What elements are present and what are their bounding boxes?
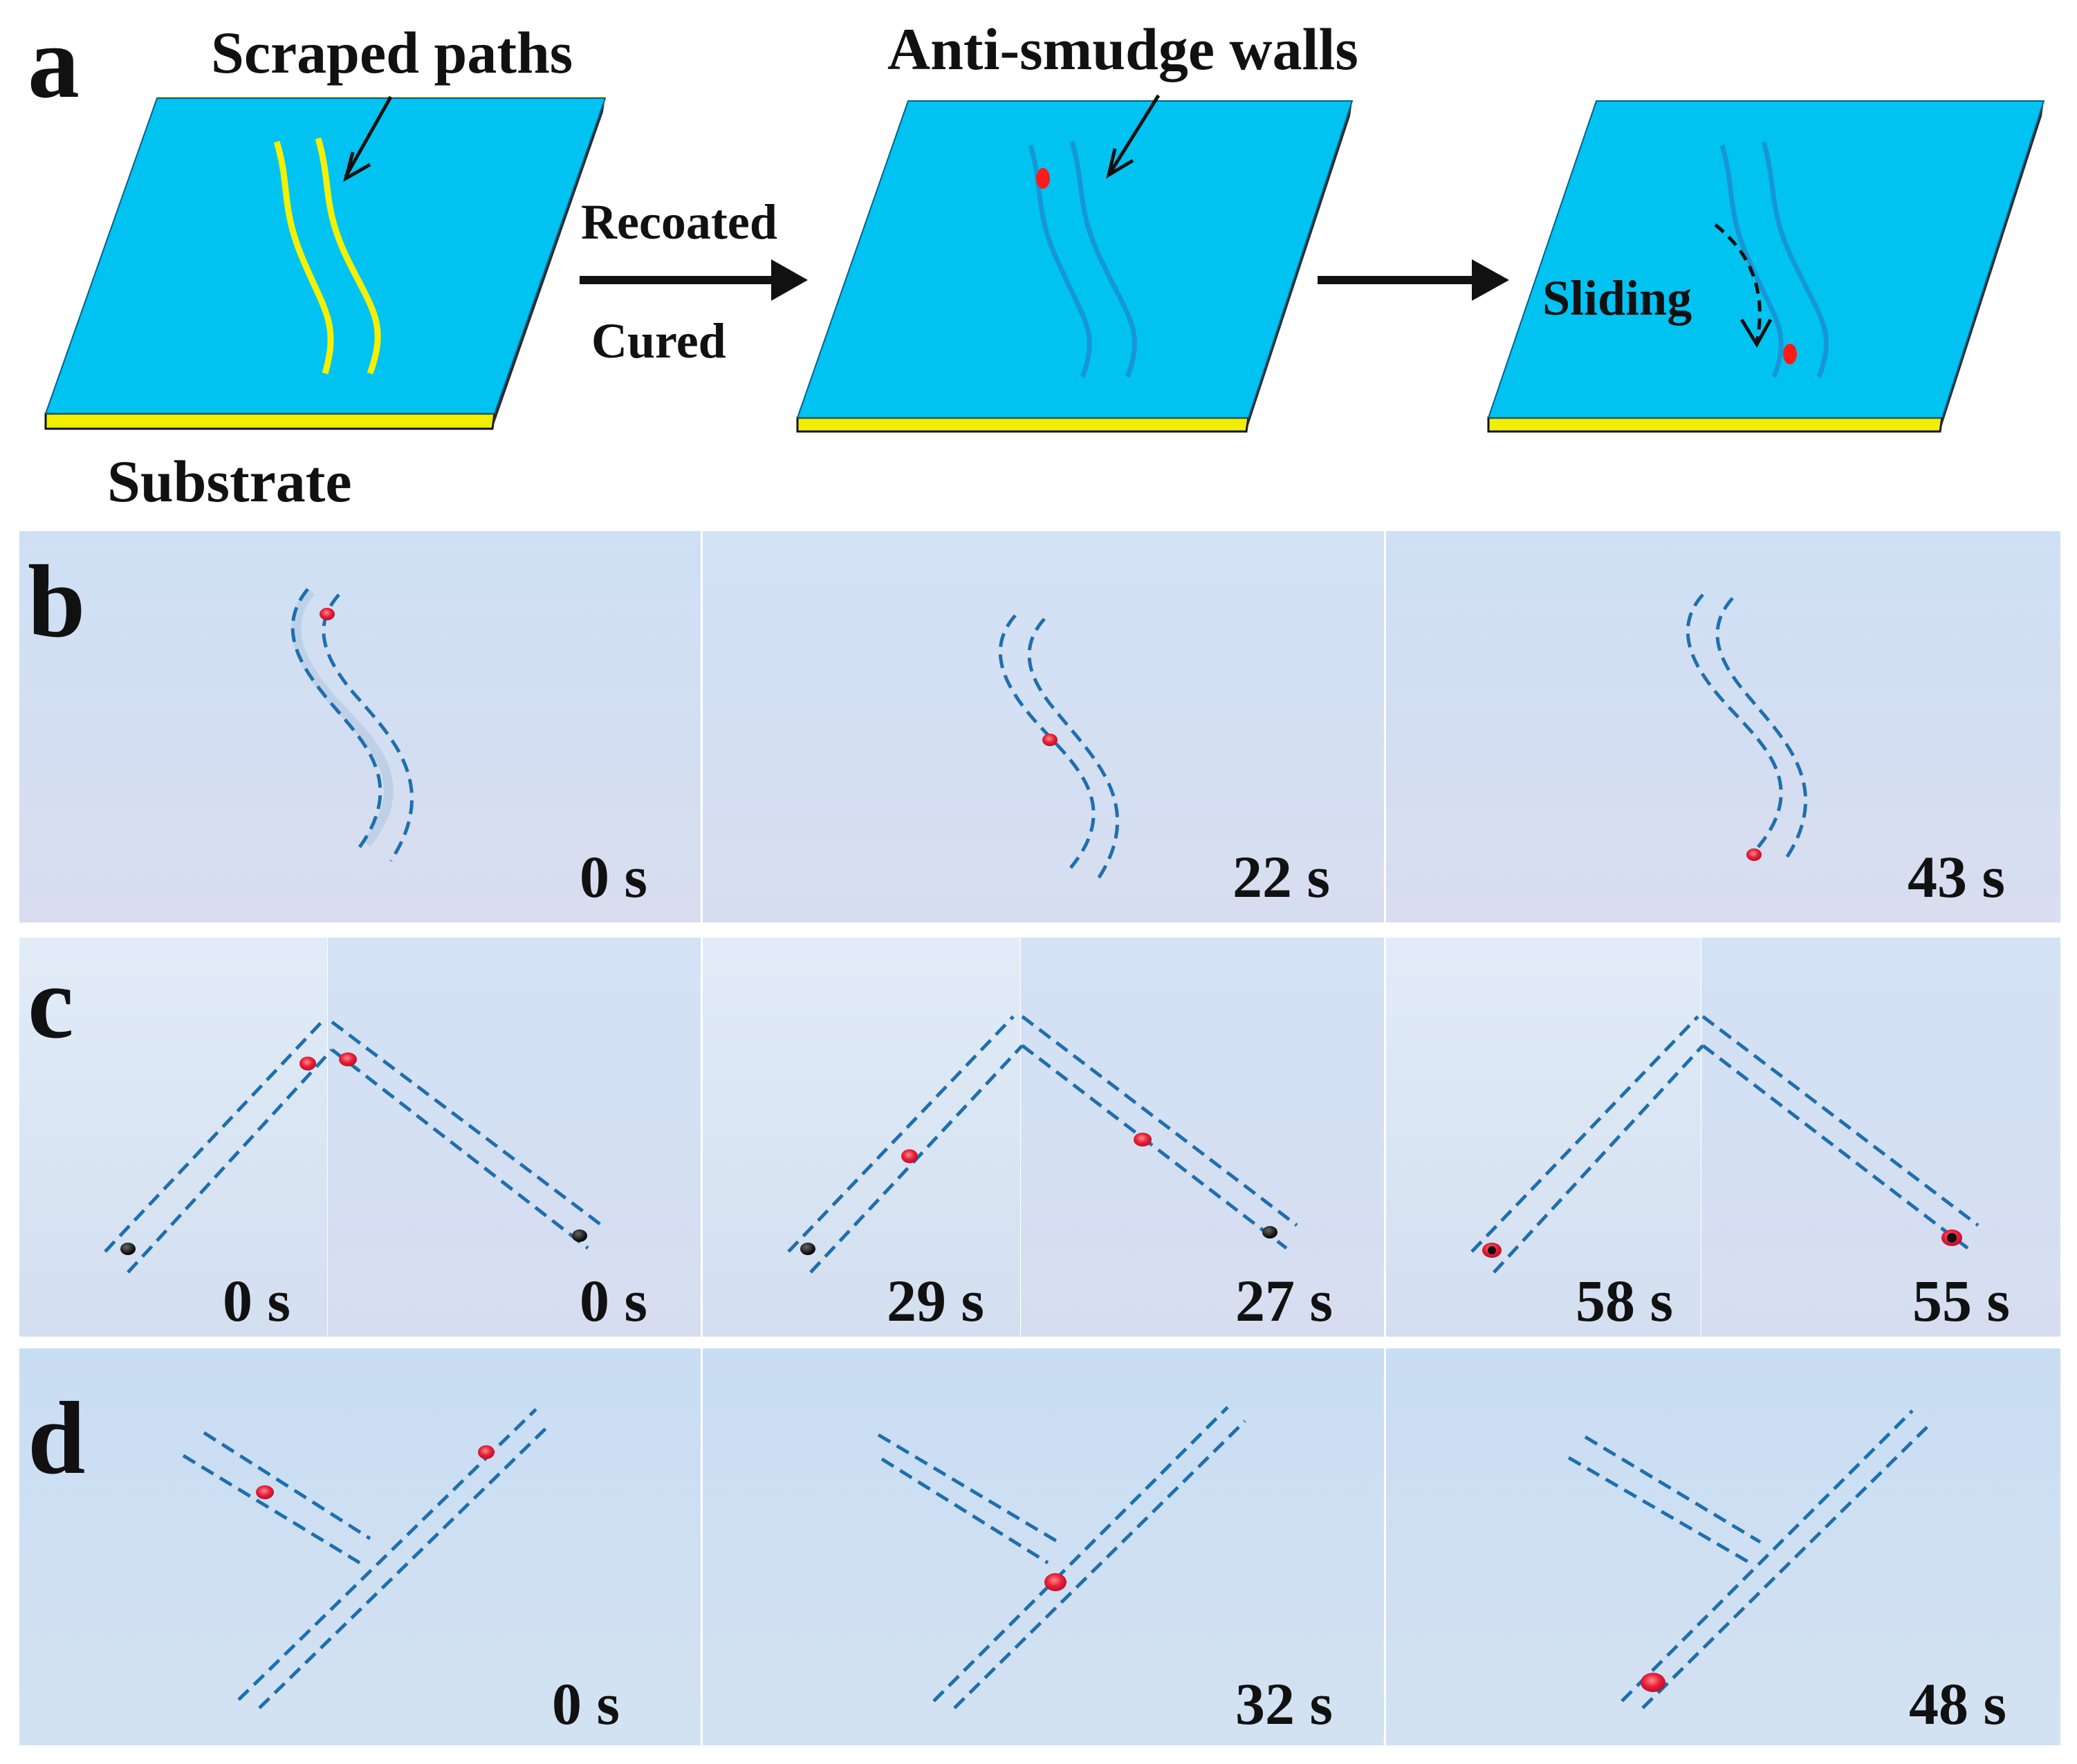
droplet-c2a <box>901 1149 918 1163</box>
substrate-edge-1 <box>44 412 496 430</box>
substrate-plate-3 <box>1487 100 2045 433</box>
substrate-edge-2 <box>796 416 1250 433</box>
time-d-3: 48 s <box>1909 1671 2006 1737</box>
anti-smudge-walls-caption: Anti-smudge walls <box>887 16 1358 82</box>
time-d-1: 0 s <box>552 1671 620 1737</box>
time-c-3b: 55 s <box>1912 1268 2010 1334</box>
anti-smudge-wall-left-3 <box>1719 145 1784 378</box>
panel-d-label: d <box>28 1381 85 1496</box>
scraped-paths-caption: Scraped paths <box>211 19 573 86</box>
photo-c-1b <box>328 938 701 1337</box>
wall-right-b3 <box>1715 597 1808 862</box>
anti-smudge-wall-right-3 <box>1761 141 1829 378</box>
time-b-1: 0 s <box>580 844 647 910</box>
sliding-arrow-head <box>1739 318 1773 348</box>
channels-c-3 <box>1470 1015 1979 1274</box>
time-d-2: 32 s <box>1235 1671 1333 1737</box>
droplet-c2b <box>1134 1133 1152 1146</box>
time-b-3: 43 s <box>1908 844 2005 910</box>
panel-a: a Scraped paths Substrate Recoated Cured <box>28 5 2045 514</box>
scraped-paths-pointer-head <box>343 151 371 183</box>
anti-smudge-wall-right <box>1069 141 1138 378</box>
photo-d-2 <box>703 1348 1384 1745</box>
sliding-trajectory <box>1714 223 1762 343</box>
substrate-edge-3 <box>1487 416 1944 433</box>
black-drop-c1a <box>120 1243 136 1255</box>
scraped-path-right <box>315 137 381 375</box>
photo-c-2a <box>703 938 1020 1337</box>
channel-d-3 <box>1567 1409 1931 1709</box>
time-c-2b: 27 s <box>1235 1268 1333 1334</box>
channels-c-2 <box>787 1015 1298 1274</box>
droplet-icon-sliding <box>1783 344 1797 364</box>
photo-b-2 <box>703 531 1384 922</box>
photo-c-3b <box>1701 938 2060 1337</box>
time-b-2: 22 s <box>1233 844 1330 910</box>
black-drop-c2a <box>800 1243 815 1255</box>
substrate-plate-1 <box>44 97 607 430</box>
time-c-1b: 0 s <box>580 1268 647 1334</box>
droplet-b2 <box>1042 734 1058 746</box>
scraped-path-left <box>273 140 334 375</box>
droplet-c1a <box>299 1057 316 1070</box>
time-c-3a: 58 s <box>1576 1268 1673 1334</box>
black-drop-c3a <box>1488 1246 1496 1254</box>
photo-c-3a <box>1386 938 1701 1337</box>
arrow-head-2 <box>1472 259 1509 301</box>
wall-right-b1 <box>322 593 414 862</box>
panel-c: c 0 s 0 s 29 s 27 s 58 s 55 s <box>19 938 2060 1337</box>
black-drop-c2b <box>1262 1226 1277 1238</box>
time-c-2a: 29 s <box>887 1268 984 1334</box>
photo-b-3 <box>1386 531 2060 922</box>
arrow-head-1 <box>771 259 808 301</box>
droplet-d3 <box>1641 1673 1665 1692</box>
droplet-b3 <box>1746 848 1762 861</box>
panel-a-label: a <box>28 5 80 120</box>
channel-b-1 <box>290 588 414 862</box>
wall-right-b2 <box>1027 618 1120 883</box>
walls-pointer-head <box>1106 148 1134 179</box>
droplet-d1a <box>256 1485 274 1499</box>
recoated-caption: Recoated <box>581 194 777 250</box>
photo-c-2b <box>1021 938 1384 1337</box>
sliding-caption: Sliding <box>1542 270 1692 326</box>
scraped-paths-pointer <box>344 95 393 178</box>
channel-d-1 <box>182 1408 551 1709</box>
coating-surface-2 <box>796 100 1354 418</box>
substrate-caption: Substrate <box>107 448 352 514</box>
photo-d-1 <box>19 1348 701 1745</box>
black-drop-c3b <box>1947 1233 1957 1243</box>
substrate-plate-2 <box>796 100 1354 433</box>
black-drop-c1b <box>572 1229 587 1242</box>
panel-b: b 0 s 22 s 43 s <box>19 531 2060 922</box>
photo-c-1a <box>19 938 327 1337</box>
droplet-c1b <box>339 1052 357 1066</box>
droplet-icon <box>1036 168 1050 189</box>
droplet-d2 <box>1044 1573 1067 1591</box>
panel-c-label: c <box>28 945 74 1060</box>
coating-surface-1 <box>44 98 607 414</box>
walls-pointer <box>1108 94 1161 174</box>
channel-b-2 <box>998 614 1120 883</box>
cured-caption: Cured <box>591 313 726 369</box>
droplet-b1 <box>320 608 335 620</box>
panel-b-label: b <box>28 544 85 659</box>
coating-surface-3 <box>1487 100 2045 418</box>
photo-b-1 <box>19 531 701 922</box>
panel-d: d 0 s 32 s 48 s <box>19 1348 2060 1745</box>
channel-b-3 <box>1686 593 1808 862</box>
droplet-d1b <box>478 1445 495 1459</box>
time-c-1a: 0 s <box>223 1268 290 1334</box>
arrow-to-sliding <box>1318 259 1509 301</box>
arrow-recoated-cured <box>580 259 808 301</box>
channels-c-1 <box>104 1021 603 1274</box>
channel-d-2 <box>877 1406 1246 1709</box>
